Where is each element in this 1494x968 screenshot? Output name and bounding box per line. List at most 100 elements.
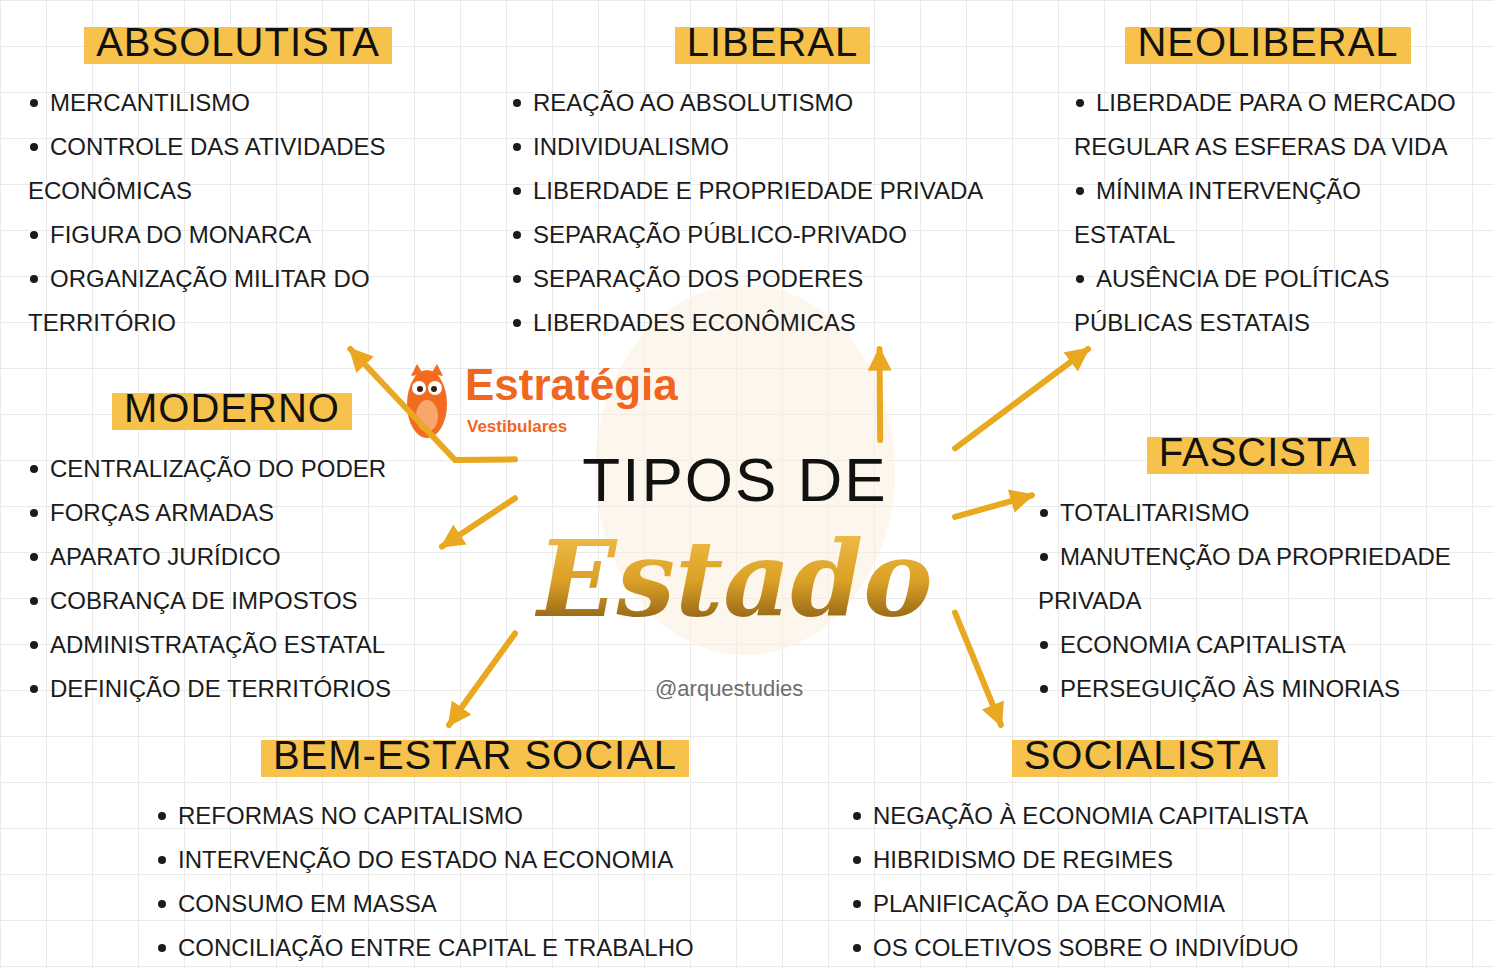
arrow-connector xyxy=(442,498,515,546)
list-item: TOTALITARISMO xyxy=(1038,491,1478,535)
arrow-connector xyxy=(955,349,1088,448)
item-text: LIBERDADES ECONÔMICAS xyxy=(533,309,856,336)
section-heading: NEOLIBERAL xyxy=(1125,16,1410,68)
list-item: LIBERDADES ECONÔMICAS xyxy=(511,301,1034,345)
list-item: MANUTENÇÃO DA PROPRIEDADE PRIVADA xyxy=(1038,535,1478,623)
item-text: REAÇÃO AO ABSOLUTISMO xyxy=(533,89,853,116)
bullet-dot xyxy=(853,944,861,952)
list-item: CONCILIAÇÃO ENTRE CAPITAL E TRABALHO xyxy=(156,926,794,968)
section-heading: LIBERAL xyxy=(675,16,871,68)
section-box: SOCIALISTA NEGAÇÃO À ECONOMIA CAPITALISTA… xyxy=(845,725,1445,968)
item-text: LIBERDADE E PROPRIEDADE PRIVADA xyxy=(533,177,983,204)
item-text: SEPARAÇÃO PÚBLICO-PRIVADO xyxy=(533,221,907,248)
bullet-dot xyxy=(30,231,38,239)
item-text: INDIVIDUALISMO xyxy=(533,133,729,160)
arrow-connector xyxy=(877,349,884,440)
bullet-dot xyxy=(853,812,861,820)
list-item: CONSUMO EM MASSA xyxy=(156,882,794,926)
brand-subtitle: Vestibulares xyxy=(467,417,567,437)
list-item: APARATO JURÍDICO xyxy=(28,535,436,579)
item-text: TOTALITARISMO xyxy=(1060,499,1249,526)
item-text: AUSÊNCIA DE POLÍTICAS PÚBLICAS ESTATAIS xyxy=(1074,265,1389,336)
bullet-dot xyxy=(1040,509,1048,517)
item-text: ADMINISTRATAÇÃO ESTATAL xyxy=(50,631,385,658)
list-item: OS COLETIVOS SOBRE O INDIVÍDUO xyxy=(851,926,1439,968)
item-text: MÍNIMA INTERVENÇÃO ESTATAL xyxy=(1074,177,1361,248)
section-heading: MODERNO xyxy=(112,382,352,434)
section-box: LIBERAL REAÇÃO AO ABSOLUTISMO INDIVIDUALIS… xyxy=(505,12,1040,349)
heading-row: BEM-ESTAR SOCIAL xyxy=(156,729,794,790)
list-item: REAÇÃO AO ABSOLUTISMO xyxy=(511,81,1034,125)
arrow-connector xyxy=(449,633,515,725)
list-item: ORGANIZAÇÃO MILITAR DO TERRITÓRIO xyxy=(28,257,448,345)
title-script: Estado xyxy=(521,516,949,644)
section-box: BEM-ESTAR SOCIAL REFORMAS NO CAPITALISMO I… xyxy=(150,725,800,968)
list-item: CENTRALIZAÇÃO DO PODER xyxy=(28,447,436,491)
bullet-dot xyxy=(513,143,521,151)
list-item: AUSÊNCIA DE POLÍTICAS PÚBLICAS ESTATAIS xyxy=(1074,257,1462,345)
list-item: ADMINISTRATAÇÃO ESTATAL xyxy=(28,623,436,667)
item-text: SEPARAÇÃO DOS PODERES xyxy=(533,265,863,292)
section-box: FASCISTA TOTALITARISMO MANUTENÇÃO DA PROPR… xyxy=(1032,422,1484,715)
bullet-dot xyxy=(513,99,521,107)
list-item: REFORMAS NO CAPITALISMO xyxy=(156,794,794,838)
item-text: LIBERDADE PARA O MERCADO REGULAR AS ESFE… xyxy=(1074,89,1456,160)
bullet-dot xyxy=(30,597,38,605)
item-text: REFORMAS NO CAPITALISMO xyxy=(178,802,523,829)
list-item: HIBRIDISMO DE REGIMES xyxy=(851,838,1439,882)
arrow-connector xyxy=(955,613,1001,725)
bullet-dot xyxy=(1040,641,1048,649)
heading-row: LIBERAL xyxy=(511,16,1034,77)
list-item: PLANIFICAÇÃO DA ECONOMIA xyxy=(851,882,1439,926)
item-text: DEFINIÇÃO DE TERRITÓRIOS xyxy=(50,675,391,702)
list-item: MÍNIMA INTERVENÇÃO ESTATAL xyxy=(1074,169,1462,257)
owl-eye xyxy=(428,381,442,395)
item-text: OS COLETIVOS SOBRE O INDIVÍDUO xyxy=(873,934,1298,961)
bullet-dot xyxy=(30,99,38,107)
connector-group xyxy=(350,349,1088,725)
item-text: COBRANÇA DE IMPOSTOS xyxy=(50,587,358,614)
bullet-dot xyxy=(853,856,861,864)
list-item: INTERVENÇÃO DO ESTADO NA ECONOMIA xyxy=(156,838,794,882)
section-box: MODERNO CENTRALIZAÇÃO DO PODER FORÇAS ARMA… xyxy=(22,378,442,715)
list-item: COBRANÇA DE IMPOSTOS xyxy=(28,579,436,623)
heading-row: ABSOLUTISTA xyxy=(28,16,448,77)
list-item: DEFINIÇÃO DE TERRITÓRIOS xyxy=(28,667,436,711)
bullet-dot xyxy=(513,231,521,239)
item-text: PERSEGUIÇÃO ÀS MINORIAS xyxy=(1060,675,1400,702)
item-text: CONCILIAÇÃO ENTRE CAPITAL E TRABALHO xyxy=(178,934,694,961)
bullet-dot xyxy=(1076,99,1084,107)
section-heading: BEM-ESTAR SOCIAL xyxy=(261,729,689,781)
brand-name: Estratégia xyxy=(465,360,678,410)
bullet-dot xyxy=(30,509,38,517)
bullet-dot xyxy=(158,812,166,820)
item-text: CONTROLE DAS ATIVIDADES ECONÔMICAS xyxy=(28,133,386,204)
list-item: LIBERDADE PARA O MERCADO REGULAR AS ESFE… xyxy=(1074,81,1462,169)
bullet-dot xyxy=(1040,553,1048,561)
owl-pupil xyxy=(431,386,437,392)
heading-row: FASCISTA xyxy=(1038,426,1478,487)
list-item: SEPARAÇÃO PÚBLICO-PRIVADO xyxy=(511,213,1034,257)
item-text: CENTRALIZAÇÃO DO PODER xyxy=(50,455,386,482)
item-text: FORÇAS ARMADAS xyxy=(50,499,274,526)
item-text: INTERVENÇÃO DO ESTADO NA ECONOMIA xyxy=(178,846,673,873)
item-text: HIBRIDISMO DE REGIMES xyxy=(873,846,1173,873)
bullet-dot xyxy=(30,275,38,283)
item-text: PLANIFICAÇÃO DA ECONOMIA xyxy=(873,890,1225,917)
heading-row: NEOLIBERAL xyxy=(1074,16,1462,77)
item-text: APARATO JURÍDICO xyxy=(50,543,281,570)
bullet-dot xyxy=(513,319,521,327)
owl-pupil xyxy=(417,386,423,392)
item-text: FIGURA DO MONARCA xyxy=(50,221,311,248)
bullet-dot xyxy=(853,900,861,908)
bullet-dot xyxy=(30,685,38,693)
section-heading: SOCIALISTA xyxy=(1012,729,1279,781)
list-item: ECONOMIA CAPITALISTA xyxy=(1038,623,1478,667)
list-item: MERCANTILISMO xyxy=(28,81,448,125)
section-box: NEOLIBERAL LIBERDADE PARA O MERCADO REGUL… xyxy=(1068,12,1468,349)
item-text: NEGAÇÃO À ECONOMIA CAPITALISTA xyxy=(873,802,1308,829)
heading-row: MODERNO xyxy=(28,382,436,443)
bullet-dot xyxy=(158,944,166,952)
